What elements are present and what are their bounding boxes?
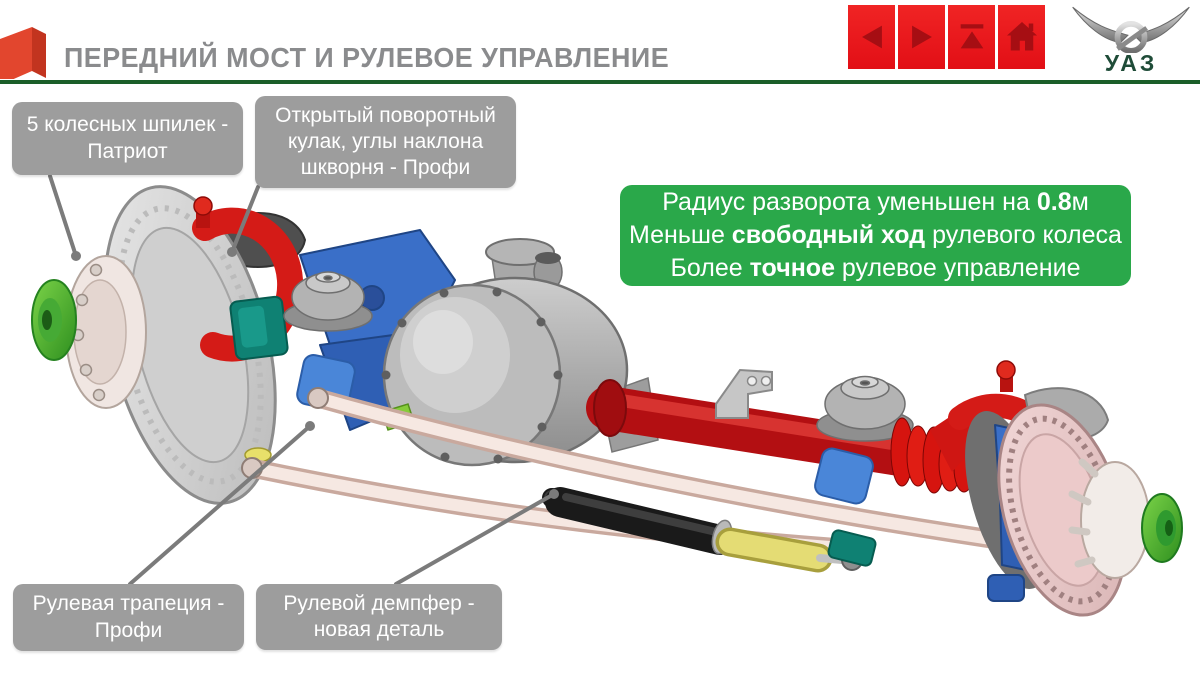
left-steering-knuckle-red bbox=[192, 196, 304, 362]
u-bolt-bracket-right bbox=[814, 447, 874, 505]
callout-steering-knuckle: Открытый поворотный кулак, углы наклона … bbox=[255, 96, 516, 188]
page-title: ПЕРЕДНИЙ МОСТ И РУЛЕВОЕ УПРАВЛЕНИЕ bbox=[64, 41, 670, 73]
right-arrow-icon bbox=[911, 25, 932, 49]
right-brake-disc bbox=[997, 403, 1127, 617]
pinion-neck bbox=[491, 251, 557, 313]
diff-cover bbox=[382, 283, 562, 467]
cover-bolts bbox=[381, 287, 563, 464]
wheel-studs-right bbox=[1068, 458, 1099, 568]
axle-tube-red bbox=[586, 379, 972, 484]
callout-leader-lines bbox=[48, 174, 559, 586]
steering-trapezoid-rods bbox=[241, 387, 1029, 559]
benefit-line-free-play: Меньше свободный ход рулевого колеса bbox=[629, 221, 1122, 249]
wheel-studs bbox=[71, 263, 106, 402]
lime-shim bbox=[381, 403, 415, 431]
right-splash-shield bbox=[965, 411, 1051, 589]
differential-housing bbox=[381, 238, 659, 467]
right-wheel-hub bbox=[1068, 458, 1150, 579]
callout-steering-damper: Рулевой демпфер - новая деталь bbox=[256, 584, 502, 650]
nav-home-button[interactable] bbox=[998, 5, 1045, 69]
teal-bracket-left bbox=[229, 295, 289, 361]
left-wheel-hub bbox=[65, 255, 147, 409]
callout-wheel-studs: 5 колесных шпилек - Патриот bbox=[12, 102, 243, 175]
home-icon bbox=[1006, 22, 1037, 51]
leader-damper bbox=[394, 492, 556, 586]
benefits-box: Радиус разворота уменьшен на 0.8м Меньше… bbox=[620, 185, 1131, 286]
teal-bracket-right bbox=[827, 529, 877, 567]
spring-seat-right bbox=[816, 375, 914, 442]
right-steering-knuckle-red bbox=[930, 360, 1068, 524]
leader-wheel-studs bbox=[48, 174, 78, 258]
left-knuckle-blue bbox=[299, 229, 456, 431]
leader-trapezoid bbox=[128, 424, 312, 586]
leader-knuckle bbox=[230, 185, 260, 254]
u-bolt-bracket-left bbox=[244, 354, 356, 463]
left-arrow-icon bbox=[861, 25, 882, 49]
steering-damper bbox=[542, 487, 877, 573]
left-hub-green-cap bbox=[31, 279, 77, 361]
header-divider bbox=[0, 80, 1200, 84]
callout-steering-trapezoid: Рулевая трапеция - Профи bbox=[13, 584, 244, 651]
right-hub-green-cap bbox=[1141, 493, 1183, 563]
uaz-logo: УАЗ bbox=[1066, 3, 1196, 77]
spring-seat-left bbox=[283, 271, 373, 332]
up-arrow-bar-icon bbox=[960, 24, 983, 49]
uaz-emblem-icon bbox=[1072, 6, 1190, 53]
left-brake-disc bbox=[103, 185, 277, 505]
right-caliper-silver bbox=[1023, 387, 1110, 442]
benefit-line-precision: Более точное рулевое управление bbox=[670, 254, 1081, 282]
rubber-boot-right bbox=[890, 417, 975, 494]
slide-nav bbox=[848, 5, 1045, 69]
right-knuckle-blue bbox=[987, 424, 1066, 602]
rubber-boot-left bbox=[417, 347, 609, 442]
slide-corner-flag-icon bbox=[0, 13, 48, 85]
mount-bracket-gray bbox=[715, 368, 773, 419]
left-brake-caliper bbox=[213, 212, 307, 268]
nav-to-top-button[interactable] bbox=[948, 5, 995, 69]
nav-next-button[interactable] bbox=[898, 5, 945, 69]
uaz-brand-text: УАЗ bbox=[1104, 50, 1158, 76]
yellow-washer bbox=[244, 447, 272, 463]
nav-prev-button[interactable] bbox=[848, 5, 895, 69]
benefit-line-turning-radius: Радиус разворота уменьшен на 0.8м bbox=[662, 188, 1089, 216]
